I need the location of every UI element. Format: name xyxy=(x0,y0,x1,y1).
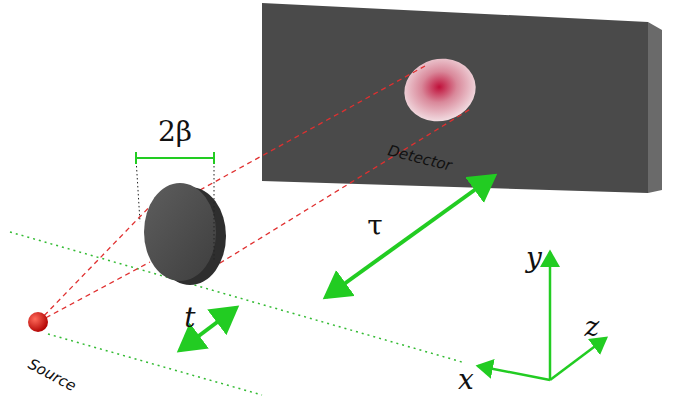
distance-arrow xyxy=(326,176,494,297)
disk-face xyxy=(144,183,216,281)
reference-line xyxy=(48,334,262,395)
distance-label: t xyxy=(184,304,195,332)
source-label: Source xyxy=(26,356,79,394)
width-label: 2β xyxy=(158,118,192,146)
coordinate-axes xyxy=(478,252,606,380)
distance-label: τ xyxy=(367,212,383,240)
axis-label: y xyxy=(526,244,542,272)
source-sphere xyxy=(28,312,48,332)
detector-face xyxy=(262,3,648,193)
axis-label: z xyxy=(585,313,600,341)
beam-spot xyxy=(397,51,483,130)
axis-label: x xyxy=(458,366,474,394)
width-dimension xyxy=(136,157,214,159)
detector-side xyxy=(648,22,662,193)
ray-lines xyxy=(38,66,472,322)
